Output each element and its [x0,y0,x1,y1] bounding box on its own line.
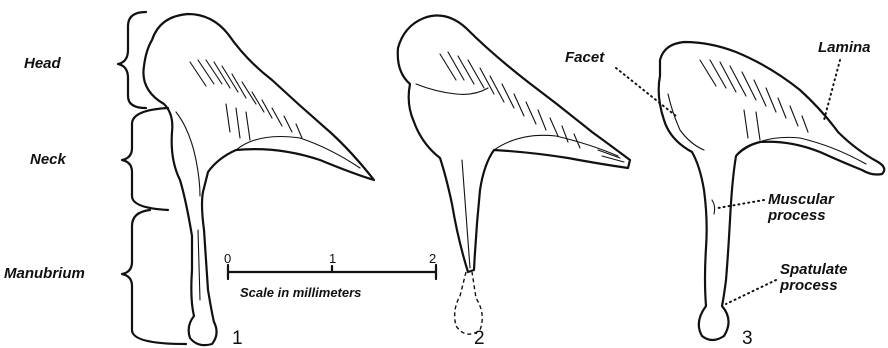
bone-1-hatching [190,60,302,140]
bone-2-head-ridge [416,84,488,94]
label-manubrium: Manubrium [4,265,85,282]
leader-facet [616,68,676,116]
figure-number-1: 1 [232,328,243,348]
bone-3-muscular-process [712,200,715,214]
label-spatulate-process-2: process [779,277,838,294]
bone-2-missing-tip [455,272,483,334]
region-braces [118,12,186,344]
leader-spatulate-process [726,280,776,304]
scale-bar: 0 1 2 Scale in millimeters [224,251,436,300]
bone-2-hatching [440,52,624,162]
bone-1-lamina-edge [236,137,360,169]
label-facet: Facet [565,49,605,66]
scale-label-2: 2 [429,251,436,266]
figure-number-2: 2 [474,328,485,348]
brace-head [118,12,146,108]
figure-number-3: 3 [742,328,753,348]
brace-manubrium [122,210,186,344]
label-spatulate-process-1: Spatulate [780,261,848,278]
scale-caption: Scale in millimeters [240,285,361,300]
label-neck: Neck [30,151,67,168]
label-head: Head [24,55,62,72]
bone-1-manubrium-line [198,230,200,300]
scale-label-0: 0 [224,251,231,266]
bone-3-hatching [700,60,808,140]
bone-3-facet-edge [668,94,704,150]
scale-label-1: 1 [329,251,336,266]
label-muscular-process-1: Muscular [768,191,835,208]
label-muscular-process-2: process [767,207,826,224]
label-lamina: Lamina [818,39,871,56]
brace-neck [122,108,168,210]
bone-1-neck-ridge [176,112,200,196]
leader-lamina [824,60,840,120]
leader-muscular-process [718,200,764,208]
